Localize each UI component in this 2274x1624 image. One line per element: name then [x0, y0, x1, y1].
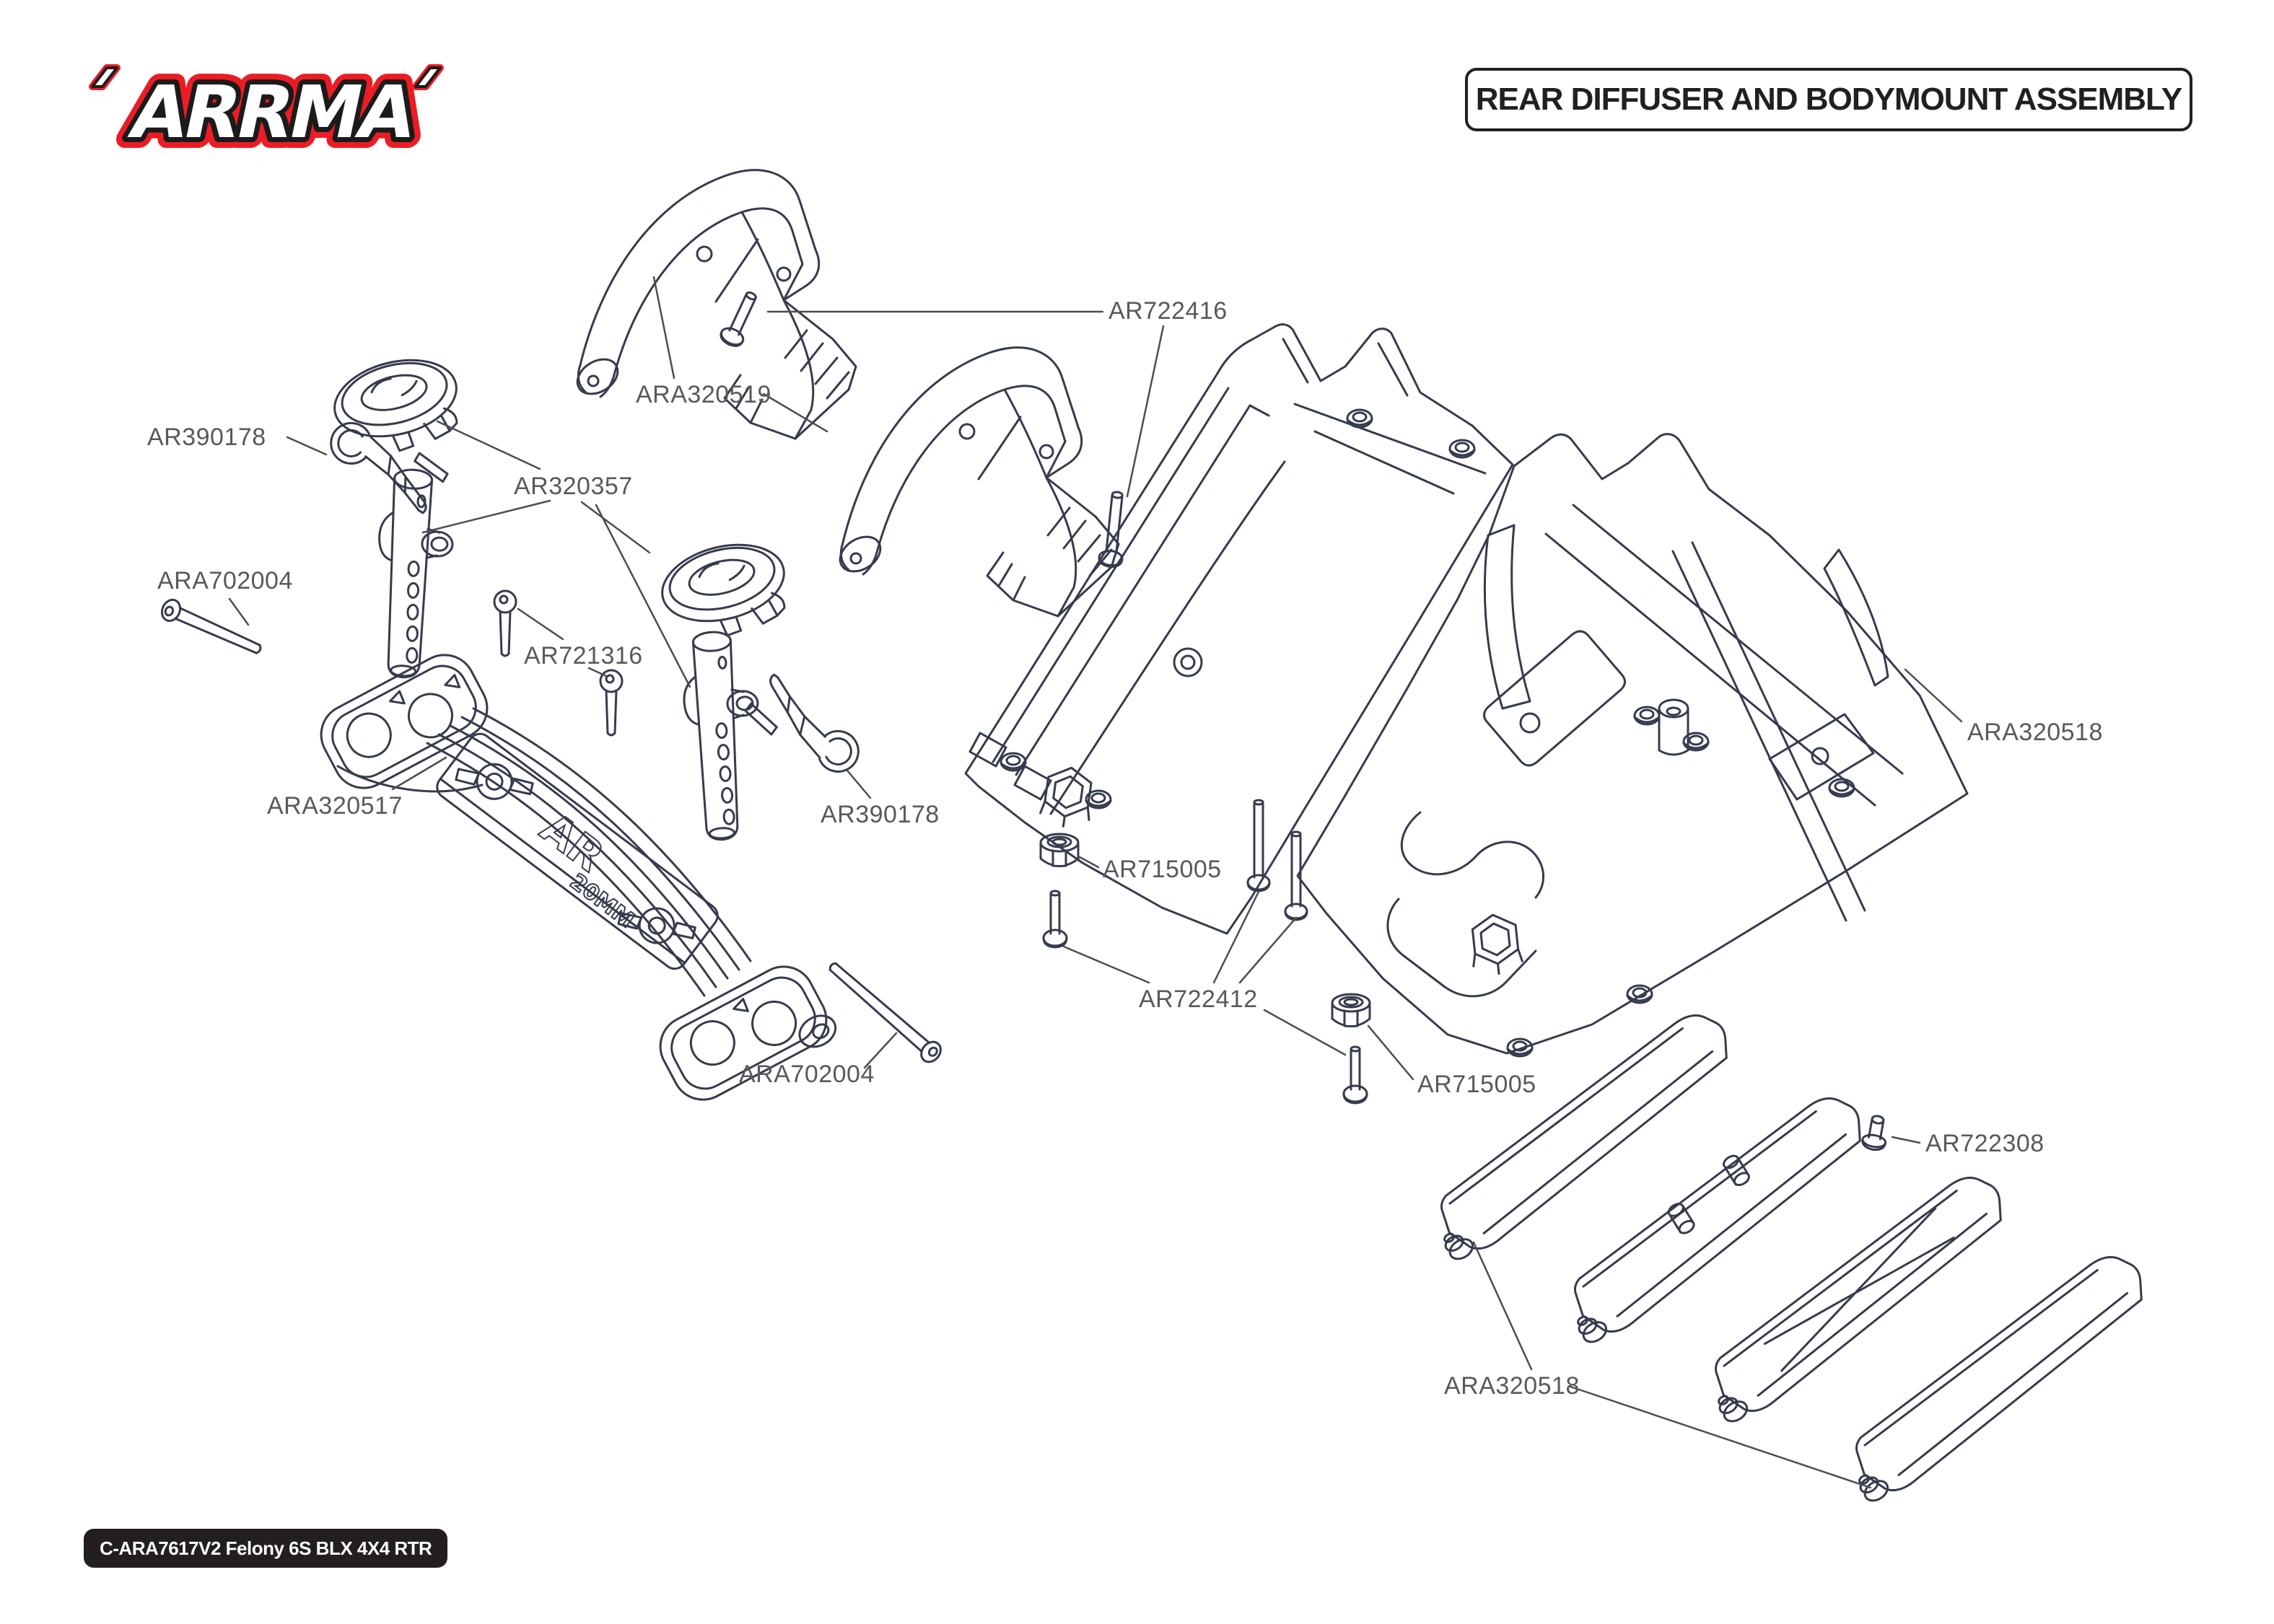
part-label-ara702004-1: ARA702004 [157, 567, 293, 594]
part-label-ar320357: AR320357 [514, 473, 633, 500]
page-title: REAR DIFFUSER AND BODYMOUNT ASSEMBLY [1475, 82, 2182, 117]
diffuser-fin-1 [1408, 1002, 1756, 1268]
part-label-ara702004-2: ARA702004 [739, 1061, 875, 1088]
diffuser-fin-2-posts [1667, 1154, 1750, 1234]
part-label-ar722416: AR722416 [1108, 297, 1228, 325]
bodymount-brace: AR 20MM [320, 654, 837, 1101]
rear-diffuser-lower [1296, 433, 1969, 1058]
body-clip-1 [319, 418, 455, 517]
diffuser-fin-4 [1823, 1244, 2171, 1509]
title-box: REAR DIFFUSER AND BODYMOUNT ASSEMBLY [1465, 68, 2192, 131]
part-label-ara320518-2: ARA320518 [1444, 1372, 1580, 1400]
locknut-2 [1331, 993, 1371, 1027]
pin-screw-2 [1098, 491, 1124, 568]
long-screw-1 [160, 598, 262, 654]
bodymount-bracket-2 [832, 346, 1120, 618]
rear-diffuser-upper [964, 323, 1545, 998]
flange-screw-4 [1342, 1045, 1368, 1105]
part-label-ar390178-2: AR390178 [821, 801, 940, 828]
pin-screw-1 [720, 291, 757, 347]
part-label-ara320517: ARA320517 [267, 792, 403, 820]
arrma-logo-outline-black: ARRMA [123, 70, 424, 154]
leader-lines [228, 276, 1963, 1489]
flange-screw-3 [1284, 830, 1308, 921]
part-label-ar722412: AR722412 [1139, 986, 1258, 1013]
part-label-ar390178-1: AR390178 [147, 423, 266, 451]
flange-screw-1 [1042, 890, 1068, 949]
diffuser-fin-2 [1541, 1085, 1889, 1351]
logo-tick-marks [89, 64, 444, 90]
model-code-badge: C-ARA7617V2 Felony 6S BLX 4X4 RTR [84, 1529, 448, 1568]
part-label-ara320518-1: ARA320518 [1967, 719, 2103, 746]
part-label-ar715005-1: AR715005 [1103, 856, 1222, 883]
flange-screw-2 [1246, 799, 1271, 892]
part-label-ar721316: AR721316 [524, 642, 643, 670]
step-screw [1861, 1115, 1887, 1151]
part-label-ar722308: AR722308 [1925, 1130, 2045, 1157]
body-post-2 [679, 628, 766, 843]
body-post-1 [371, 467, 458, 681]
diffuser-fin-3-detail [1763, 1207, 1955, 1372]
model-code: C-ARA7617V2 Felony 6S BLX 4X4 RTR [100, 1537, 432, 1559]
body-clip-2 [735, 668, 875, 778]
part-label-ara320519: ARA320519 [636, 381, 771, 408]
body-mount-pad-2 [652, 532, 797, 650]
diffuser-fin-3 [1682, 1164, 2030, 1430]
arrma-logo-outline-red: ARRMA [123, 70, 424, 154]
part-label-ar715005-2: AR715005 [1417, 1071, 1536, 1098]
long-screw-2 [828, 962, 942, 1063]
arrma-logo-fill: ARRMA [123, 70, 424, 154]
button-screw-2 [599, 669, 624, 737]
arrma-logo: ARRMA ARRMA ARRMA [78, 55, 453, 167]
body-mount-pad-1 [325, 347, 470, 465]
button-screw-1 [493, 589, 517, 657]
